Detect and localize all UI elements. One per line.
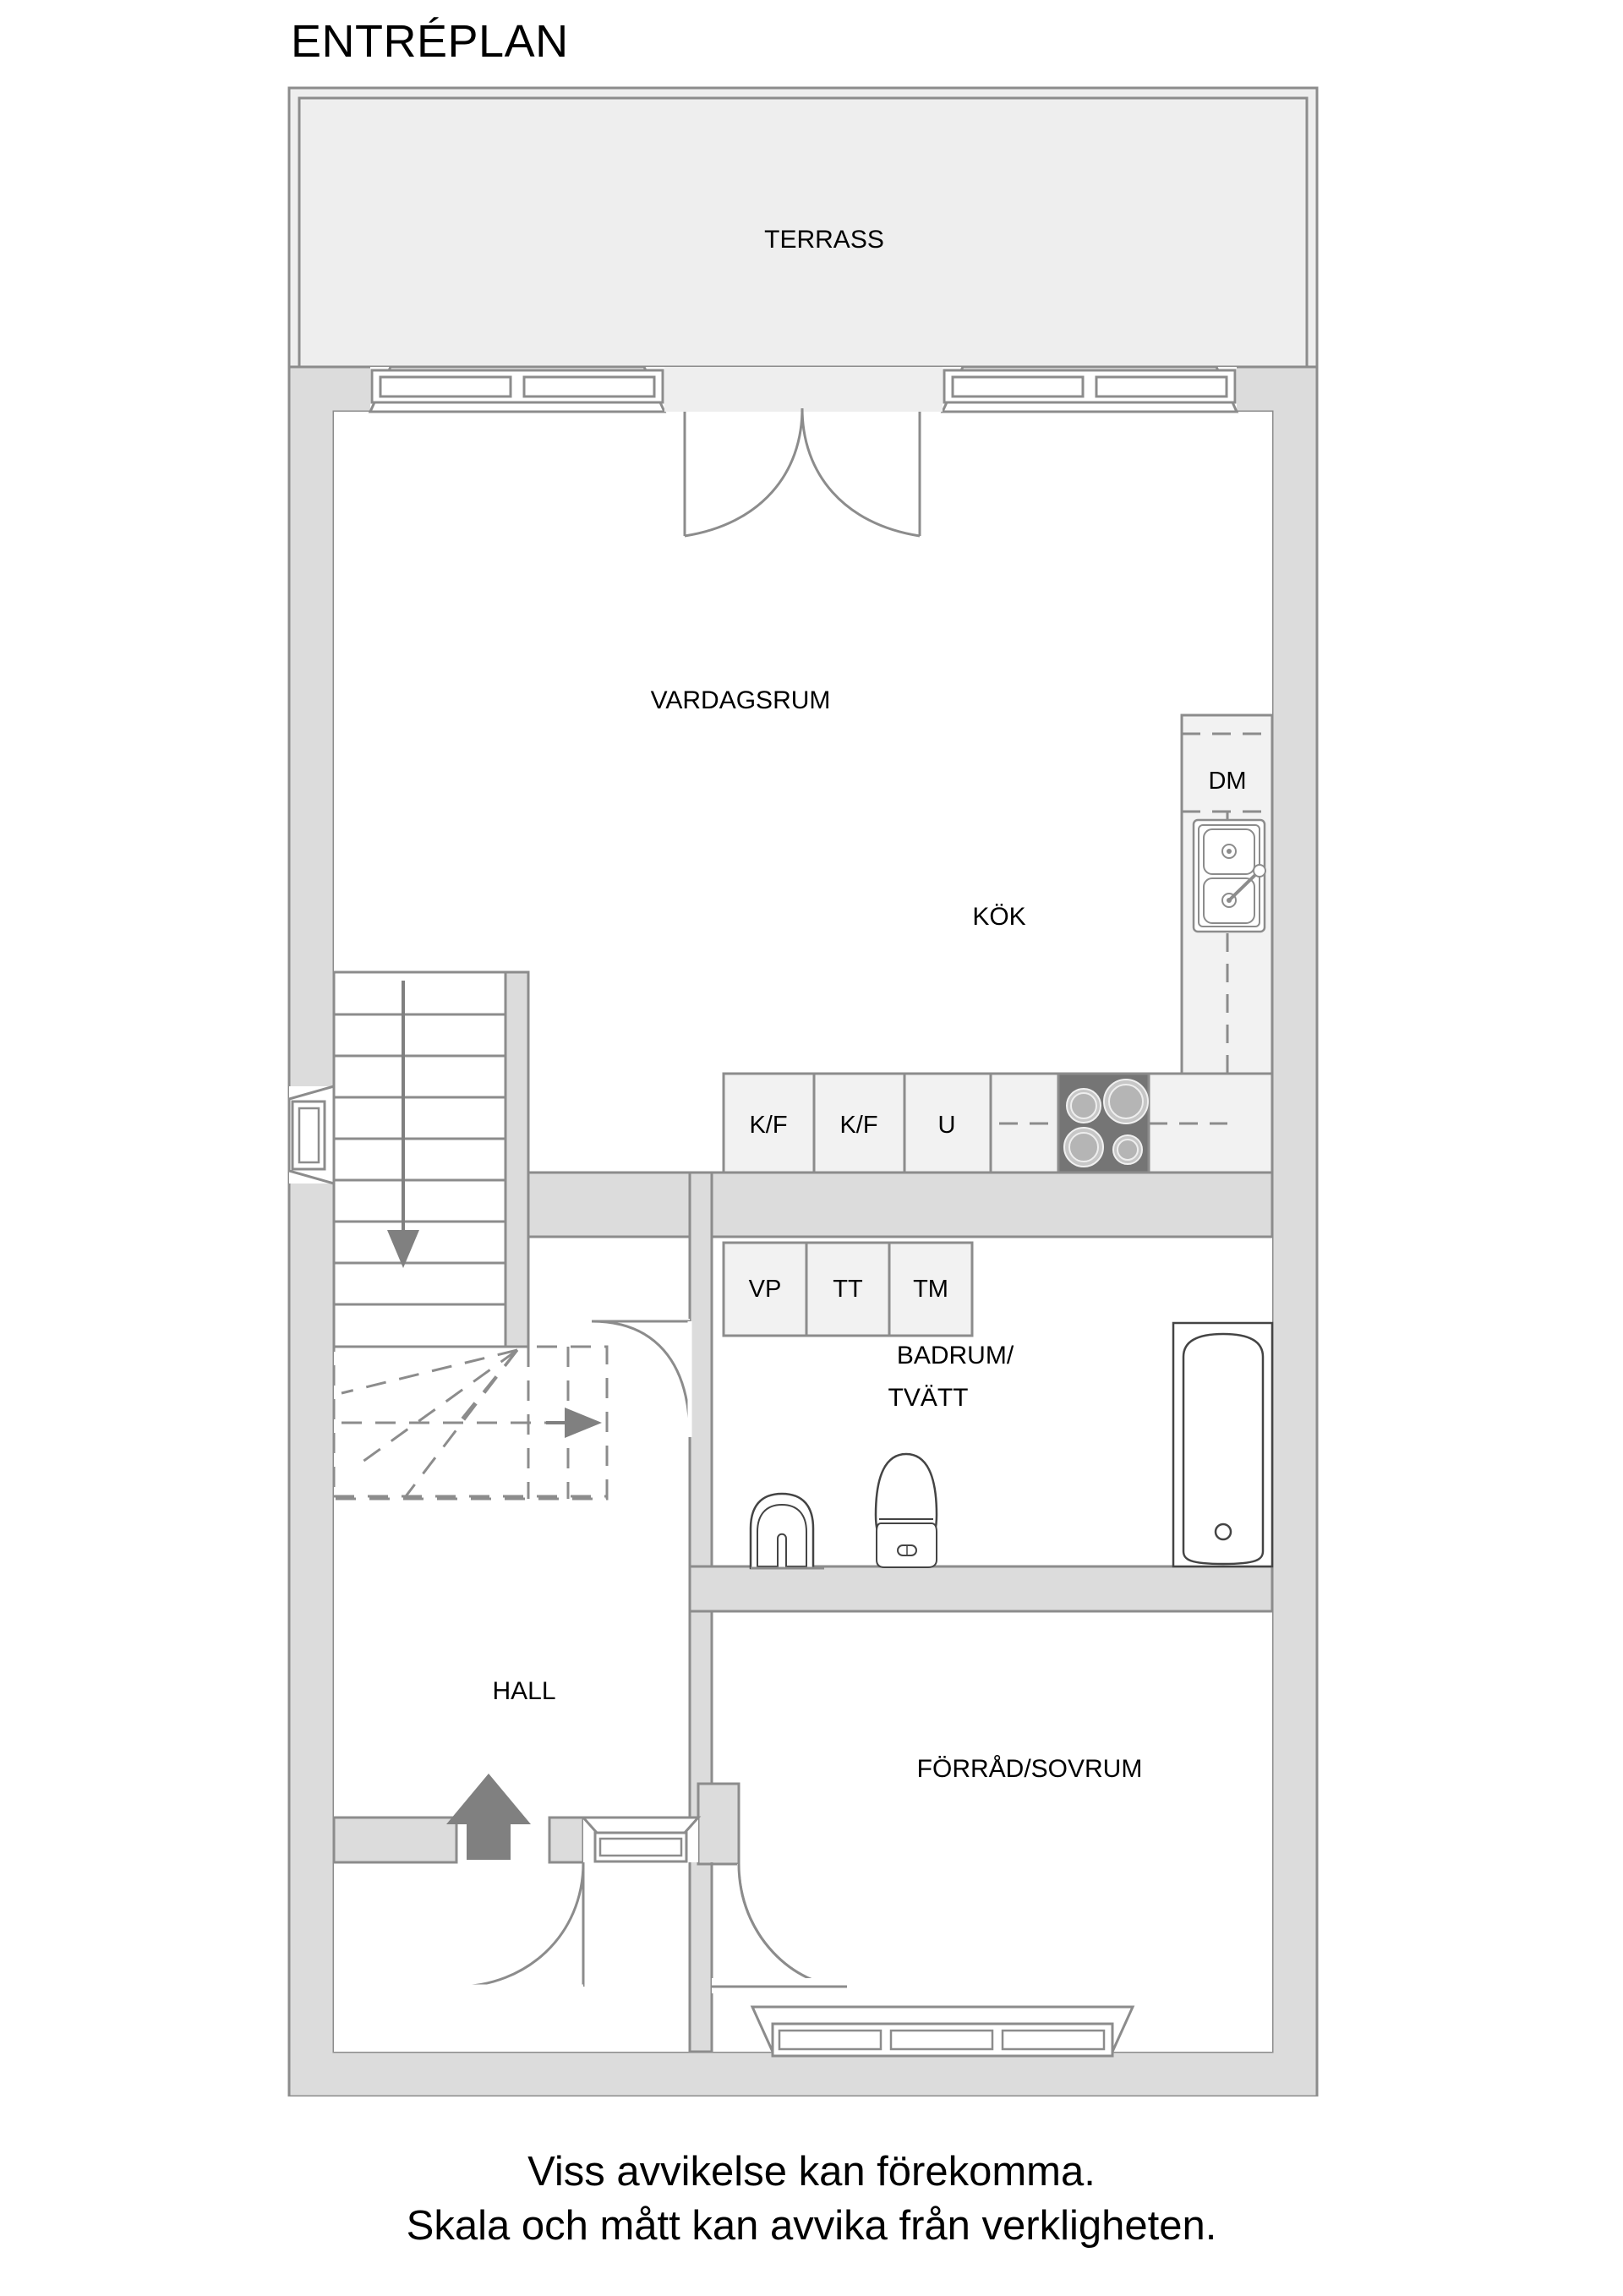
stair-window-left <box>287 1085 336 1185</box>
room-label-vardagsrum: VARDAGSRUM <box>651 686 831 714</box>
stair-winder <box>332 1345 609 1501</box>
floor-plan-drawing: DM K/F K/F U <box>287 86 1319 2096</box>
room-label-kok: KÖK <box>972 903 1025 931</box>
room-label-tvatt: TVÄTT <box>888 1384 969 1412</box>
room-label-badrum: BADRUM/ <box>897 1342 1014 1369</box>
disclaimer-line-2: Skala och mått kan avvika från verklighe… <box>406 2202 1217 2249</box>
room-labels: TERRASS VARDAGSRUM KÖK BADRUM/ TVÄTT HAL… <box>492 226 1142 1783</box>
entry-sidelight <box>580 1816 702 1863</box>
storage-window-bottom <box>750 2005 1135 2058</box>
storage-door <box>710 1862 847 1993</box>
dm-label: DM <box>1208 768 1246 795</box>
page-title: ENTRÉPLAN <box>291 16 569 67</box>
kitchen-cabinet-run: K/F K/F U <box>722 1072 1274 1174</box>
stair-winder-arrow <box>565 1408 602 1438</box>
terrace-area <box>287 86 1319 369</box>
washbasin <box>749 1492 824 1570</box>
stove-hob <box>1063 1079 1149 1167</box>
u-1-label: U <box>938 1112 956 1139</box>
vp-label: VP <box>749 1276 782 1303</box>
entry-door <box>456 1861 585 1989</box>
terrace-window-right <box>940 365 1239 413</box>
stair-down-arrow <box>387 1230 419 1268</box>
disclaimer-line-1: Viss avvikelse kan förekomma. <box>527 2149 1096 2195</box>
disclaimer: Viss avvikelse kan förekomma. Skala och … <box>0 2146 1623 2253</box>
dm-dishwasher: DM <box>1208 768 1246 795</box>
bathroom-door <box>591 1319 692 1438</box>
room-label-terrass: TERRASS <box>764 226 884 254</box>
room-label-forrad-sovrum: FÖRRÅD/SOVRUM <box>917 1755 1143 1783</box>
room-label-hall: HALL <box>492 1677 555 1705</box>
kf-1-label: K/F <box>749 1112 787 1139</box>
staircase <box>332 970 507 1348</box>
terrace-double-door <box>664 367 943 538</box>
terrace-window-left <box>368 365 667 413</box>
kf-2-label: K/F <box>839 1112 877 1139</box>
tt-label: TT <box>833 1276 863 1303</box>
bathroom-cabinet-run: VP TT TM <box>722 1241 974 1337</box>
kitchen-sink <box>1192 818 1266 933</box>
entry-arrow <box>446 1774 531 1860</box>
tm-label: TM <box>913 1276 948 1303</box>
bathtub <box>1172 1321 1274 1568</box>
toilet <box>874 1452 938 1568</box>
